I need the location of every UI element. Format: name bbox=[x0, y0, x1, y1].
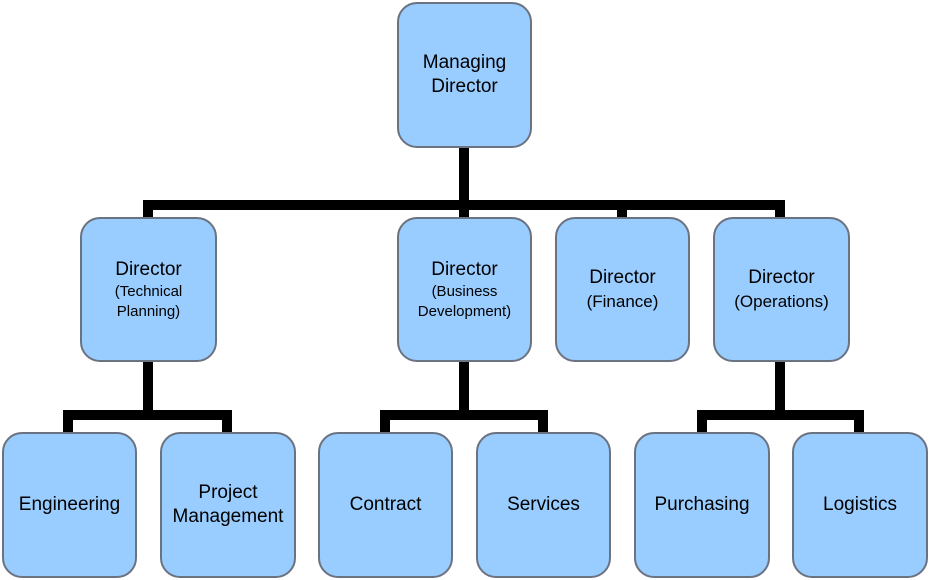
node-purchasing: Purchasing bbox=[634, 432, 770, 578]
node-title: Logistics bbox=[823, 494, 897, 515]
node-contract: Contract bbox=[318, 432, 453, 578]
node-title: Services bbox=[507, 494, 580, 515]
node-services: Services bbox=[476, 432, 611, 578]
node-title: Director bbox=[748, 266, 815, 288]
node-director-business-development: Director (Business Development) bbox=[397, 217, 532, 362]
node-director-operations: Director (Operations) bbox=[713, 217, 850, 362]
node-managing-director: Managing Director bbox=[397, 2, 532, 148]
node-project-management: Project Management bbox=[160, 432, 296, 578]
node-logistics: Logistics bbox=[792, 432, 928, 578]
node-title: Purchasing bbox=[654, 494, 750, 515]
node-director-finance: Director (Finance) bbox=[555, 217, 690, 362]
node-title: Contract bbox=[349, 494, 422, 515]
node-title: Engineering bbox=[18, 494, 121, 515]
node-title: Director bbox=[589, 266, 656, 288]
node-subtitle: (Technical Planning) bbox=[114, 282, 183, 320]
node-subtitle: (Finance) bbox=[586, 291, 659, 311]
node-title: Managing Director bbox=[422, 52, 507, 97]
node-subtitle: (Operations) bbox=[734, 291, 829, 311]
node-title: Director bbox=[115, 258, 182, 280]
node-director-technical-planning: Director (Technical Planning) bbox=[80, 217, 217, 362]
node-title: Director bbox=[431, 258, 498, 280]
node-engineering: Engineering bbox=[2, 432, 137, 578]
node-title: Project Management bbox=[172, 482, 284, 527]
node-subtitle: (Business Development) bbox=[417, 282, 512, 320]
